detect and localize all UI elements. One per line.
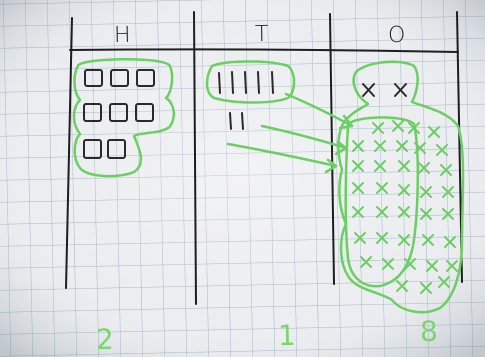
total-hundreds: 2: [96, 326, 114, 354]
ten-tally: [232, 72, 233, 93]
ten-tally: [258, 72, 259, 93]
ten-tally: [272, 72, 273, 93]
header-tens: T: [255, 24, 269, 46]
header-ones: O: [388, 25, 406, 47]
header-hundreds: H: [114, 25, 131, 47]
ten-tally: [242, 113, 243, 129]
ten-tally: [245, 72, 246, 93]
ten-tally: [230, 113, 231, 129]
total-tens: 1: [278, 322, 296, 350]
total-ones: 8: [420, 318, 438, 346]
ten-tally: [219, 73, 220, 93]
